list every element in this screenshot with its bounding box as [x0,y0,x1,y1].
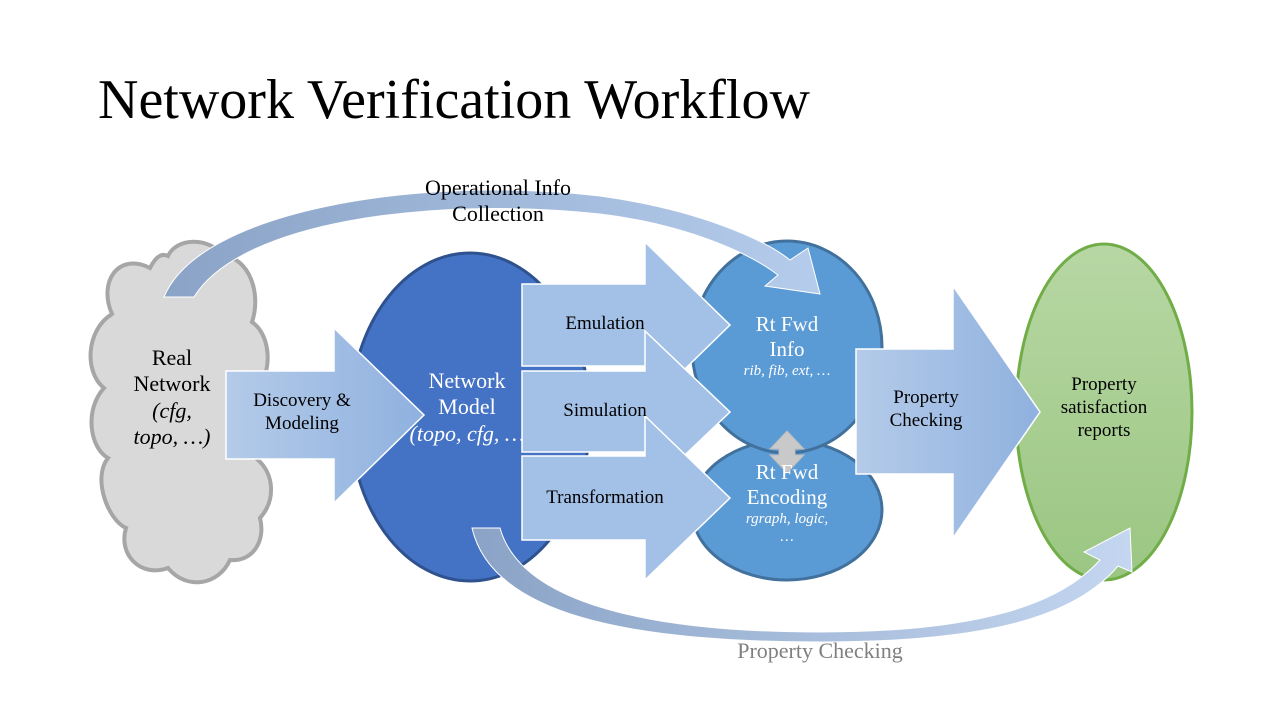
bidirectional-arrow-icon [768,430,806,474]
real-network-line-3: (cfg, [152,397,192,423]
rt-fwd-encoding-line-3: rgraph, logic, [745,511,829,528]
real-network-line-4: topo, …) [133,424,211,450]
reports-line-1: Property [1071,374,1137,395]
reports-line-3: reports [1077,419,1131,441]
operational-info-label: Operational Info Collection [398,175,598,228]
discovery-modeling-arrow [225,326,426,505]
rt-fwd-info-line-2: Info [769,337,805,362]
operational-info-curved-arrow [163,189,821,298]
real-network-line-2: Network [133,371,211,397]
rt-fwd-info-line-1: Rt Fwd [755,312,819,336]
rt-fwd-encoding-line-1: Rt Fwd [755,460,819,484]
simulation-label: Simulation [563,400,647,421]
transformation-label: Transformation [546,487,664,508]
real-network-line-1: Real [151,345,193,370]
network-model-label: Network Model (topo, cfg, … [392,368,542,447]
rt-fwd-info-label: Rt Fwd Info rib, fib, ext, … [712,312,862,380]
rt-fwd-encoding-line-4: … [780,529,794,546]
rt-fwd-encoding-label: Rt Fwd Encoding rgraph, logic, … [712,460,862,546]
slide-title: Network Verification Workflow [98,69,810,131]
property-checking-curved-arrow [471,527,1133,643]
property-checking-arrow-line-2: Checking [889,409,963,431]
transformation-arrow [521,414,732,582]
rt-fwd-info-line-3: rib, fib, ext, … [743,363,831,380]
rt-fwd-encoding-line-2: Encoding [746,485,828,510]
network-model-line-2: Model [438,394,496,420]
property-checking-arrow-label: Property Checking [858,387,994,433]
discovery-modeling-label: Discovery & Modeling [232,390,372,436]
bottom-property-checking-label: Property Checking [737,638,903,663]
property-checking-arrow [855,283,1041,541]
reports-line-2: satisfaction [1060,396,1148,418]
emulation-label: Emulation [565,313,645,334]
discovery-modeling-line-1: Discovery & [253,390,351,411]
real-network-cloud [88,239,274,585]
operational-info-line-1: Operational Info [425,175,571,200]
discovery-modeling-line-2: Modeling [265,412,339,434]
network-model-line-1: Network [428,368,506,393]
property-checking-arrow-line-1: Property [893,387,959,408]
operational-info-line-2: Collection [452,201,544,227]
reports-label: Property satisfaction reports [1030,374,1178,442]
real-network-label: Real Network (cfg, topo, …) [112,345,232,451]
network-model-line-3: (topo, cfg, … [409,420,525,446]
